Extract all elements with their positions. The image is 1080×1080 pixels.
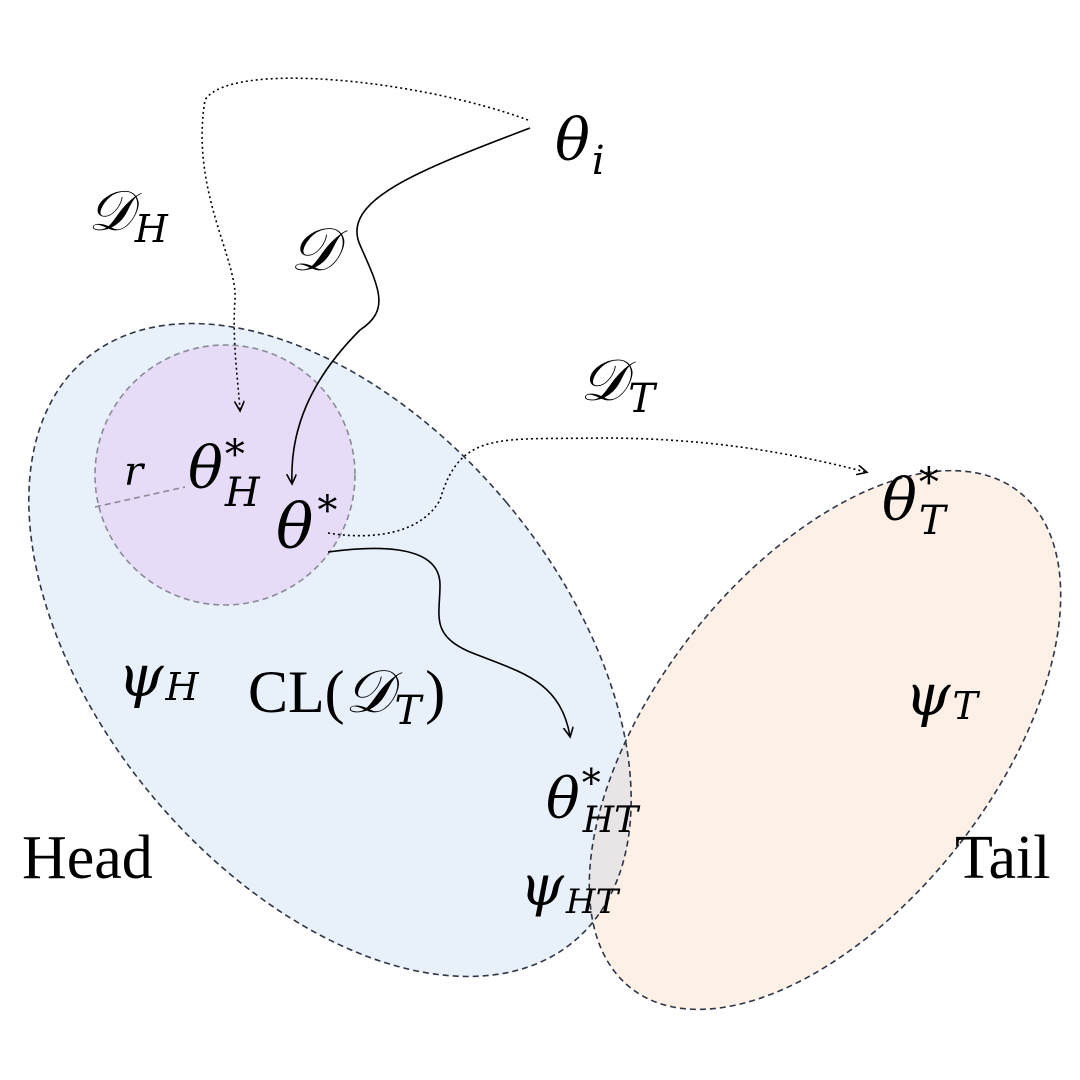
label-theta-t-star: θ*T [882, 460, 949, 544]
label-psi-ht: ψHT [520, 854, 621, 922]
label-theta-h-star: θ*H [188, 432, 261, 516]
label-psi-h: ψH [118, 642, 199, 710]
label-d: 𝒟 [290, 215, 348, 285]
label-theta-i: θi [555, 106, 605, 184]
label-theta-ht-star: θ*HT [546, 761, 641, 841]
label-d-h: 𝒟H [88, 179, 169, 251]
tail-region [589, 470, 1061, 1010]
radius-ball [94, 344, 356, 606]
path-d-t [327, 437, 866, 537]
head-region-border [28, 322, 632, 978]
label-head: Head [22, 824, 153, 892]
radius-line [94, 486, 186, 508]
path-to-theta-ht [327, 547, 570, 736]
label-theta-star: θ* [276, 488, 337, 563]
label-psi-t: ψT [905, 661, 980, 729]
label-d-t: 𝒟T [580, 346, 658, 422]
label-tail: Tail [955, 824, 1051, 892]
tail-region-border [588, 469, 1062, 1011]
path-d [292, 127, 531, 483]
path-d-h [201, 77, 529, 410]
label-r: r [124, 449, 146, 495]
